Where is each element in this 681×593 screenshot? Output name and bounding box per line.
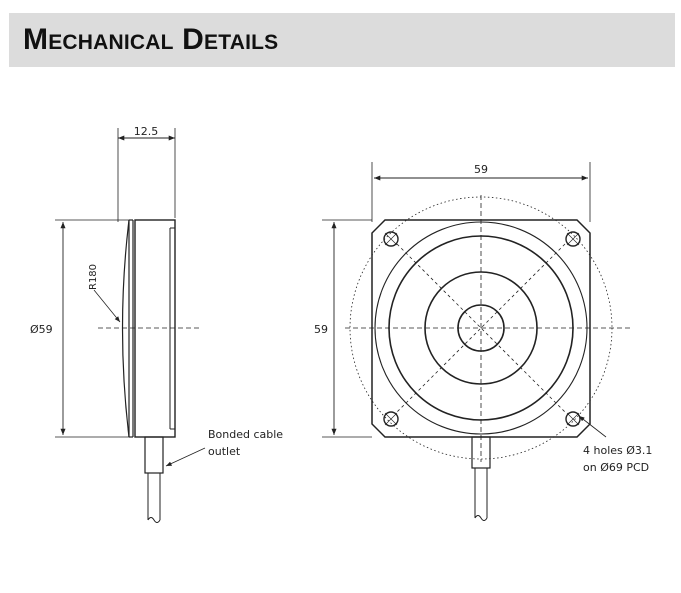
holes-leader bbox=[578, 415, 607, 438]
side-diameter-dim: Ø59 bbox=[30, 323, 53, 336]
mount-hole-bl bbox=[383, 411, 399, 427]
front-width-dim: 59 bbox=[474, 163, 488, 176]
mount-hole-tl bbox=[383, 231, 399, 247]
curved-face bbox=[121, 219, 130, 438]
mount-hole-tr bbox=[565, 231, 581, 247]
side-body bbox=[134, 219, 176, 438]
side-radius-label: R180 bbox=[88, 264, 99, 290]
square-flange bbox=[371, 219, 591, 438]
cable-gland bbox=[144, 436, 164, 474]
front-cable-break bbox=[474, 515, 488, 521]
side-view bbox=[55, 128, 206, 523]
holes-note-line1: 4 holes Ø3.1 bbox=[583, 444, 652, 457]
side-width-dim: 12.5 bbox=[134, 125, 159, 138]
cable-break bbox=[147, 517, 161, 523]
section-title: Mechanical Details bbox=[23, 23, 279, 56]
radius-leader bbox=[93, 289, 121, 323]
cable-note-line1: Bonded cable bbox=[208, 428, 283, 441]
cable-leader bbox=[165, 447, 206, 467]
cable-note-line2: outlet bbox=[208, 445, 241, 458]
front-cable-gland bbox=[471, 436, 491, 469]
front-height-dim: 59 bbox=[314, 323, 328, 336]
section-header: Mechanical Details bbox=[9, 13, 675, 67]
holes-note-line2: on Ø69 PCD bbox=[583, 461, 649, 474]
front-view bbox=[322, 162, 632, 521]
